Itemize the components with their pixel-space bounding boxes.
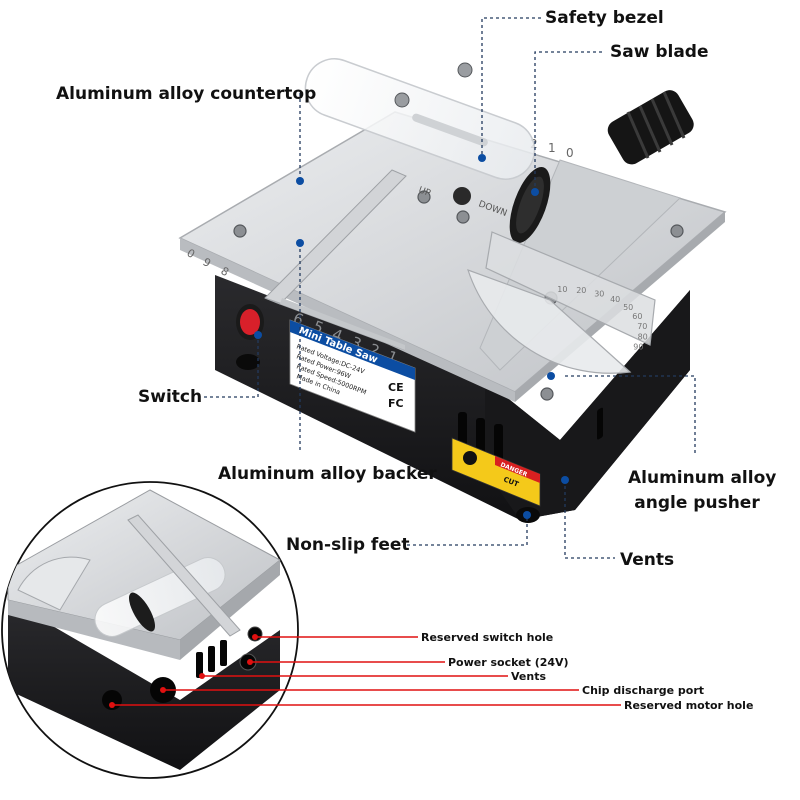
- callout-countertop: Aluminum alloy countertop: [56, 84, 317, 104]
- protractor-mark: 60: [632, 312, 642, 321]
- callout-dots: [254, 154, 569, 519]
- screw-heads: [233, 190, 684, 401]
- back-ruler-1: 1: [548, 141, 556, 155]
- power-switch: [236, 304, 264, 340]
- label-up: UP: [417, 185, 432, 199]
- back-ruler-0: 0: [566, 146, 574, 160]
- protractor-mark: 90: [633, 343, 643, 352]
- protractor-mark: 50: [623, 303, 633, 312]
- protractor-mark: 70: [637, 322, 647, 331]
- protractor-mark: 40: [610, 295, 620, 304]
- main-saw: UP DOWN 2 1 0 0 9 8 6 5 4 3 2 1: [178, 58, 727, 523]
- inset-vents: [196, 640, 227, 678]
- fc-mark: FC: [388, 397, 404, 410]
- protractor-mark: 20: [576, 286, 586, 295]
- inset-label-motor-hole: Reserved motor hole: [624, 699, 754, 712]
- inset-label-switch-hole: Reserved switch hole: [421, 631, 554, 644]
- protractor-mark: 10: [557, 285, 567, 294]
- protractor-mark: 80: [638, 333, 648, 342]
- callout-angle-pusher-line2: angle pusher: [634, 493, 760, 513]
- callout-angle-pusher-line1: Aluminum alloy: [628, 468, 777, 488]
- ce-mark: CE: [388, 381, 404, 394]
- callout-switch: Switch: [138, 387, 203, 407]
- inset-label-power-socket: Power socket (24V): [448, 656, 569, 669]
- callout-angle-pusher: Aluminum alloy angle pusher: [628, 466, 777, 516]
- callout-backer: Aluminum alloy backer: [218, 464, 437, 484]
- inset-view: [7, 489, 281, 770]
- foot-left: [236, 354, 260, 370]
- safety-bezel: [304, 58, 536, 180]
- callout-safety-bezel: Safety bezel: [545, 8, 664, 28]
- protractor-mark: 30: [594, 289, 604, 298]
- callout-vents: Vents: [620, 550, 675, 570]
- inset-callout-lines: [112, 636, 621, 706]
- callout-lines: [204, 17, 696, 559]
- callout-non-slip-feet: Non-slip feet: [286, 535, 410, 555]
- dust-port: [607, 90, 694, 165]
- inset-label-chip-port: Chip discharge port: [582, 684, 705, 697]
- inset-callout-dots: [109, 634, 258, 708]
- callout-saw-blade: Saw blade: [610, 42, 709, 62]
- inset-label-vents: Vents: [511, 670, 547, 683]
